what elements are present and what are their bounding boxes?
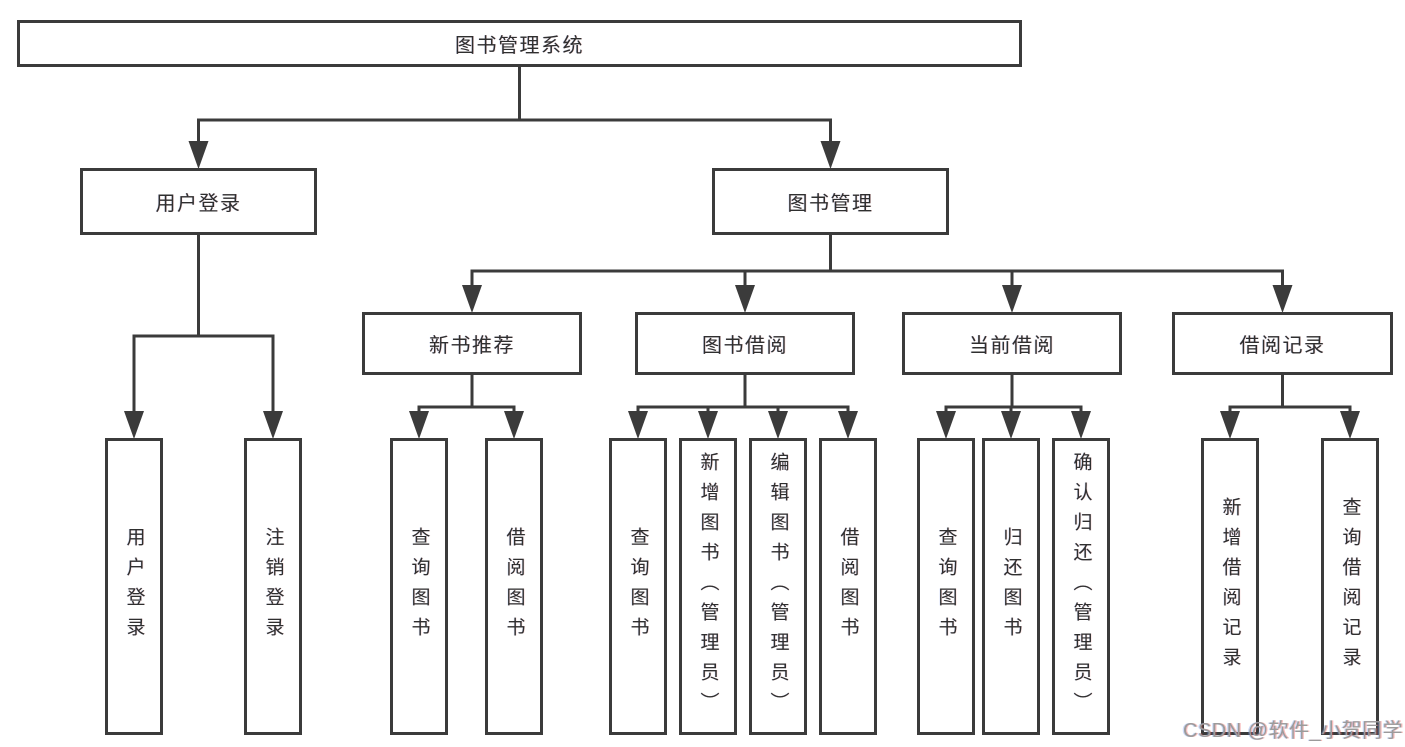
node-user-login: 用户登录 <box>80 168 317 235</box>
node-book-borrow: 图书借阅 <box>635 312 855 375</box>
leaf-current-return-books-label: 归还图书 <box>1000 526 1022 647</box>
leaf-logout-label: 注销登录 <box>262 526 284 647</box>
node-root-label: 图书管理系统 <box>455 35 584 57</box>
leaf-records-query-record-label: 查询借阅记录 <box>1339 496 1361 677</box>
node-user-login-label: 用户登录 <box>155 193 242 215</box>
node-book-management: 图书管理 <box>712 168 949 235</box>
node-borrow-records-label: 借阅记录 <box>1239 335 1326 357</box>
leaf-newbooks-borrow-books-label: 借阅图书 <box>503 526 525 647</box>
leaf-borrow-borrow-books: 借阅图书 <box>819 438 877 735</box>
leaf-newbooks-query-books-label: 查询图书 <box>408 526 430 647</box>
node-book-borrow-label: 图书借阅 <box>702 335 788 357</box>
leaf-borrow-add-books-admin: 新增图书（管理员） <box>679 438 737 735</box>
leaf-borrow-edit-books-admin-label: 编辑图书（管理员） <box>767 451 789 722</box>
node-book-management-label: 图书管理 <box>787 193 874 215</box>
leaf-current-confirm-return-admin: 确认归还（管理员） <box>1052 438 1110 735</box>
node-current-borrow-label: 当前借阅 <box>969 335 1055 357</box>
leaf-current-confirm-return-admin-label: 确认归还（管理员） <box>1070 451 1092 722</box>
leaf-records-add-record: 新增借阅记录 <box>1201 438 1259 735</box>
leaf-records-add-record-label: 新增借阅记录 <box>1219 496 1241 677</box>
leaf-logout: 注销登录 <box>244 438 302 735</box>
node-borrow-records: 借阅记录 <box>1172 312 1393 375</box>
watermark: CSDN @软件_小贺同学 <box>1183 720 1404 742</box>
node-new-book-recommend-label: 新书推荐 <box>429 335 515 357</box>
node-root: 图书管理系统 <box>17 20 1022 67</box>
leaf-current-query-books: 查询图书 <box>917 438 975 735</box>
node-new-book-recommend: 新书推荐 <box>362 312 582 375</box>
leaf-borrow-edit-books-admin: 编辑图书（管理员） <box>749 438 807 735</box>
leaf-current-query-books-label: 查询图书 <box>935 526 957 647</box>
leaf-borrow-query-books: 查询图书 <box>609 438 667 735</box>
leaf-newbooks-borrow-books: 借阅图书 <box>485 438 543 735</box>
leaf-newbooks-query-books: 查询图书 <box>390 438 448 735</box>
node-current-borrow: 当前借阅 <box>902 312 1122 375</box>
leaf-borrow-add-books-admin-label: 新增图书（管理员） <box>697 451 719 722</box>
leaf-records-query-record: 查询借阅记录 <box>1321 438 1379 735</box>
leaf-user-login: 用户登录 <box>105 438 163 735</box>
leaf-borrow-borrow-books-label: 借阅图书 <box>837 526 859 647</box>
leaf-borrow-query-books-label: 查询图书 <box>627 526 649 647</box>
leaf-user-login-label: 用户登录 <box>123 526 145 647</box>
leaf-current-return-books: 归还图书 <box>982 438 1040 735</box>
